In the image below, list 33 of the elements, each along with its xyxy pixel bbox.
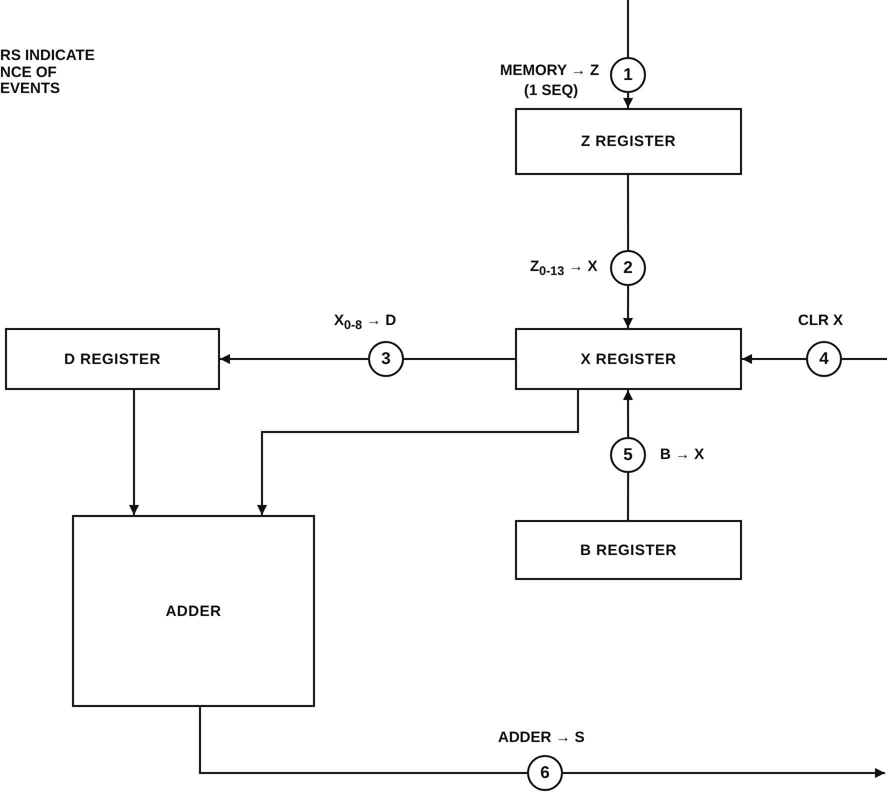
event-label: MEMORY → Z — [500, 62, 600, 80]
connector-line — [627, 175, 630, 250]
note-text: RS INDICATE NCE OF EVENTS — [0, 48, 96, 98]
arrow — [220, 354, 368, 364]
arrow — [129, 390, 139, 515]
arrow — [623, 286, 634, 328]
connector-line — [404, 358, 515, 360]
arrow — [563, 768, 885, 778]
connector-line — [627, 473, 630, 520]
register-box: B REGISTER — [515, 520, 742, 580]
arrow — [623, 93, 634, 108]
arrow — [257, 390, 579, 515]
register-box: D REGISTER — [5, 328, 220, 390]
event-label: ADDER → S — [498, 729, 585, 747]
event-number-circle: 2 — [610, 250, 646, 286]
event-number-circle: 1 — [610, 57, 646, 93]
adder-box: ADDER — [72, 515, 315, 707]
event-label: (1 SEQ) — [524, 82, 578, 100]
register-box: X REGISTER — [515, 328, 742, 390]
register-box: Z REGISTER — [515, 108, 742, 175]
event-label: Z$_{0-13}$ → X — [530, 258, 598, 279]
connector-line — [199, 707, 527, 774]
connector-line — [627, 0, 629, 57]
event-number-circle: 3 — [368, 341, 404, 377]
arrow — [623, 390, 634, 437]
arrow — [742, 354, 806, 364]
event-label: CLR X — [798, 312, 843, 330]
event-number-circle: 6 — [527, 755, 563, 791]
event-label: X$_{0-8}$ → D — [334, 312, 396, 333]
event-label: B → X — [660, 446, 704, 464]
event-number-circle: 4 — [806, 341, 842, 377]
connector-line — [842, 358, 887, 360]
event-number-circle: 5 — [610, 437, 646, 473]
